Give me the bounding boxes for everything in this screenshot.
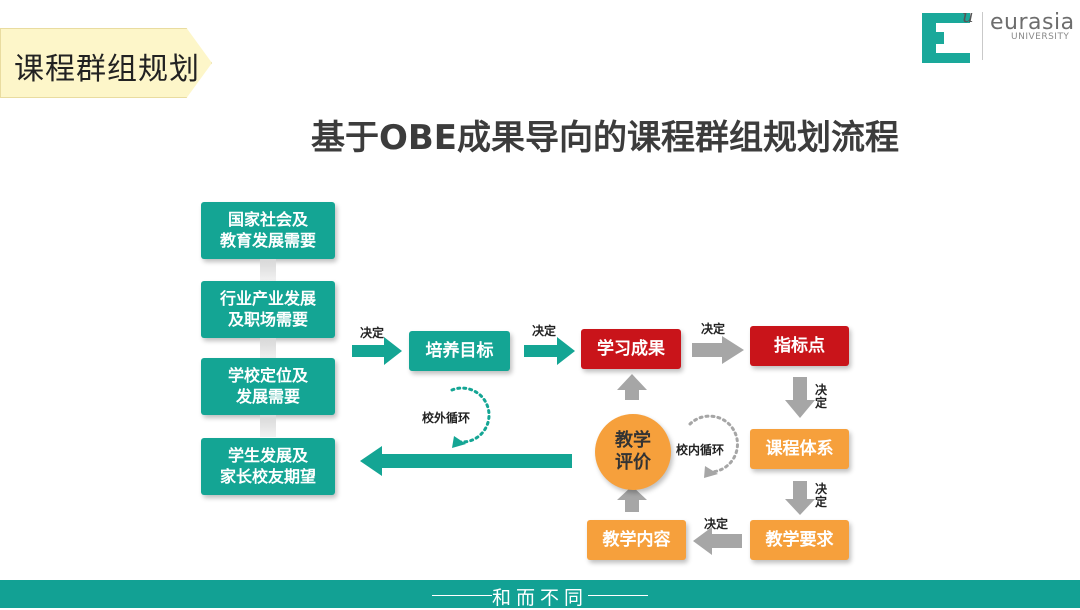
edge-label: 决定 — [360, 326, 385, 340]
arrow-evaluation-to-outcome — [617, 374, 647, 400]
node-teaching-requirement: 教学要求 — [750, 520, 849, 560]
page-title: 基于OBE成果导向的课程群组规划流程 — [310, 118, 900, 158]
logo-mark-sup: u — [962, 6, 974, 27]
input-connector — [260, 259, 276, 281]
logo-subtitle: UNIVERSITY — [1011, 32, 1070, 42]
input-national-need: 国家社会及 教育发展需要 — [201, 202, 335, 259]
input-connector — [260, 338, 276, 360]
node-learning-outcome: 学习成果 — [581, 329, 681, 369]
arrow-inputs-to-goal — [352, 337, 402, 365]
arrow-curriculum-to-requirement — [785, 481, 815, 515]
edge-label: 决定 — [815, 383, 828, 410]
edge-label: 决定 — [704, 517, 729, 531]
input-school-positioning: 学校定位及 发展需要 — [201, 358, 335, 415]
node-curriculum-system: 课程体系 — [750, 429, 849, 469]
arrow-goal-to-outcome — [524, 337, 575, 365]
footer-line — [588, 595, 648, 596]
edge-label: 决定 — [701, 322, 726, 336]
input-industry-need: 行业产业发展 及职场需要 — [201, 281, 335, 338]
arrow-outcome-to-indicator — [692, 336, 744, 364]
outer-loop-cycle-icon — [450, 386, 491, 448]
footer-motto: 和而不同 — [491, 587, 588, 609]
node-teaching-evaluation: 教学 评价 — [595, 414, 671, 490]
node-indicator: 指标点 — [750, 326, 849, 366]
section-tag-shape — [0, 28, 212, 98]
arrow-indicator-to-curriculum — [785, 377, 815, 418]
section-tag: 课程群组规划 — [14, 52, 200, 87]
arrow-content-to-evaluation — [617, 486, 647, 512]
inner-loop-label: 校内循环 — [676, 443, 725, 457]
input-student-expectation: 学生发展及 家长校友期望 — [201, 438, 335, 495]
logo-name: eurasia — [990, 10, 1075, 35]
footer-bar — [0, 580, 1080, 608]
edge-label: 决定 — [815, 482, 828, 509]
input-connector — [260, 415, 276, 437]
inner-loop-cycle-icon — [688, 414, 739, 478]
arrow-requirement-to-content — [693, 527, 742, 555]
edge-label: 决定 — [532, 324, 557, 338]
footer-line — [432, 595, 492, 596]
university-logo-icon — [922, 13, 970, 63]
logo-divider — [982, 12, 983, 60]
arrow-return-to-inputs — [360, 446, 572, 476]
node-teaching-content: 教学内容 — [587, 520, 686, 560]
outer-loop-label: 校外循环 — [422, 411, 471, 425]
node-training-goal: 培养目标 — [409, 331, 510, 371]
